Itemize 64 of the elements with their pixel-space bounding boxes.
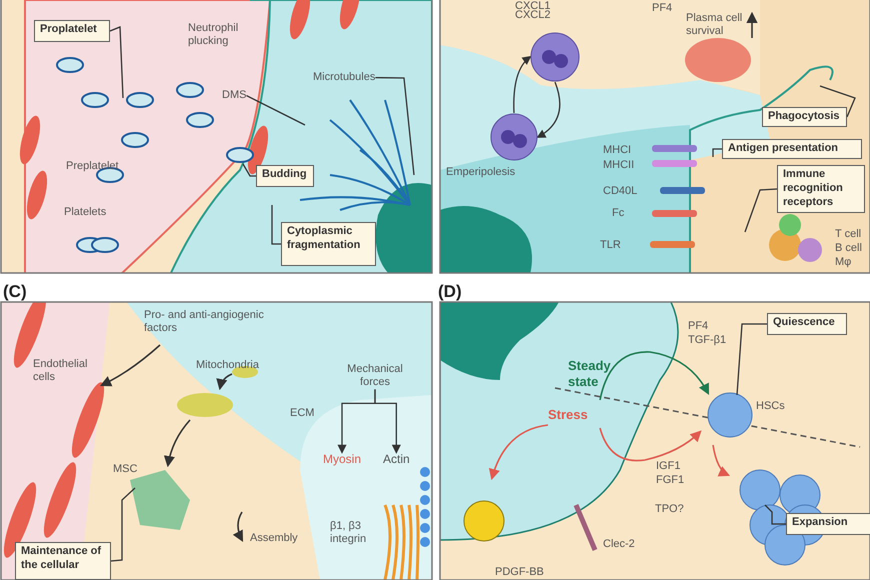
text-label: TGF-β1 — [688, 334, 726, 348]
structure-label: Microtubules — [313, 71, 376, 84]
callout-box: Budding — [256, 165, 314, 187]
text-label: HSCs — [756, 400, 785, 414]
callout-box: Phagocytosis — [762, 107, 847, 127]
text-label: Mφ — [835, 256, 852, 270]
text-label: TPO? — [655, 503, 684, 516]
callout-box: Cytoplasmic fragmentation — [281, 222, 376, 266]
text-label: TLR — [600, 239, 621, 252]
leader-line — [110, 488, 136, 562]
text-label: ECM — [290, 407, 314, 420]
condition-label: Stress — [548, 407, 588, 423]
arrow — [374, 389, 401, 454]
text-label: Assembly — [250, 532, 298, 546]
arrow — [536, 82, 560, 138]
leader-line — [375, 76, 415, 176]
text-label: CXCL1 — [515, 0, 550, 12]
arrow — [513, 56, 532, 114]
text-label: Plasma cell survival — [686, 12, 744, 38]
condition-label: Steady state — [568, 358, 612, 390]
text-label: Neutrophil plucking — [188, 22, 240, 48]
text-label: PDGF-BB — [495, 566, 544, 580]
text-label: Fc — [612, 207, 624, 220]
text-label: Pro- and anti-angiogenic factors — [144, 309, 265, 336]
text-label: MSC — [113, 463, 138, 476]
callout-box: Proplatelet — [34, 20, 110, 42]
panel-letter: (D) — [438, 282, 462, 302]
text-label: Clec-2 — [603, 538, 635, 552]
text-label: β1, β3 integrin — [330, 520, 368, 546]
text-label: CXCL2 — [515, 9, 550, 22]
text-label: Emperipolesis — [446, 166, 516, 180]
text-label: Mitochondria — [196, 359, 259, 372]
leader-line — [271, 205, 281, 245]
leader-line — [110, 26, 124, 98]
leader-line — [242, 164, 256, 177]
callout-box: Immune recognition receptors — [777, 165, 865, 213]
neutrophil-cell — [490, 113, 538, 161]
text-label: B cell — [835, 242, 862, 256]
callout-box: Antigen presentation — [722, 139, 862, 159]
leader-line — [820, 85, 856, 118]
leader-line — [764, 504, 786, 525]
text-label: IGF1 — [656, 460, 680, 474]
structure-label: DMS — [222, 89, 246, 102]
text-label: Preplatelet — [66, 160, 119, 174]
structure-label: Actin — [383, 452, 410, 466]
panel-letter: (C) — [3, 282, 27, 302]
text-label: PF4 — [652, 2, 672, 16]
callout-box: Quiescence — [767, 313, 847, 335]
leader-line — [736, 323, 767, 396]
structure-label: Mechanical forces — [340, 363, 410, 390]
text-label: MHCI — [603, 144, 632, 158]
neutrophil-cell — [530, 32, 580, 82]
leader-line — [744, 188, 778, 232]
text-label: FGF1 — [656, 474, 684, 488]
text-label: Endothelial cells — [33, 358, 88, 384]
structure-label: Myosin — [323, 452, 362, 466]
text-label: PF4 — [688, 320, 708, 334]
leader-line — [712, 148, 722, 157]
callout-box: Maintenance of the cellular — [15, 542, 111, 580]
text-label: CD40L — [603, 185, 638, 198]
text-label: T cell — [835, 228, 862, 242]
text-label: MHCII — [603, 159, 634, 172]
callout-box: Expansion — [786, 513, 870, 535]
text-label: Platelets — [64, 206, 106, 220]
